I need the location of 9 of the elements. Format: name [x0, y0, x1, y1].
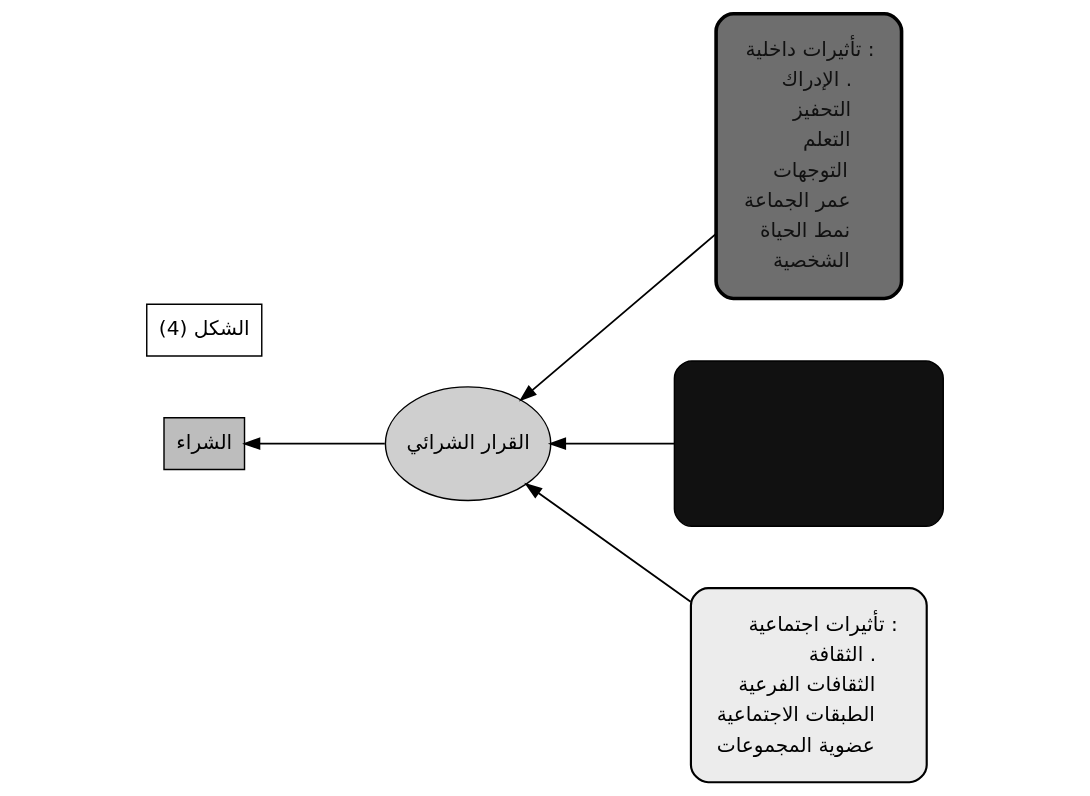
arrow — [547, 437, 676, 450]
node-box: الشراء — [163, 417, 246, 471]
node-box — [673, 360, 944, 528]
arrow — [242, 437, 386, 450]
arrow — [518, 232, 717, 402]
node-box: تأثيرات داخلية : الإدراك . التحفيز التعلم التوجهات عمر الجماعة نمط الحياة الشخصية — [714, 11, 904, 301]
arrow — [524, 482, 692, 603]
node-box: تأثيرات اجتماعية : الثقافة . الثقافات الفرعية الطبقات الاجتماعية عضوية المجموعات — [689, 587, 928, 784]
node-box: الشكل (4) — [146, 303, 263, 357]
